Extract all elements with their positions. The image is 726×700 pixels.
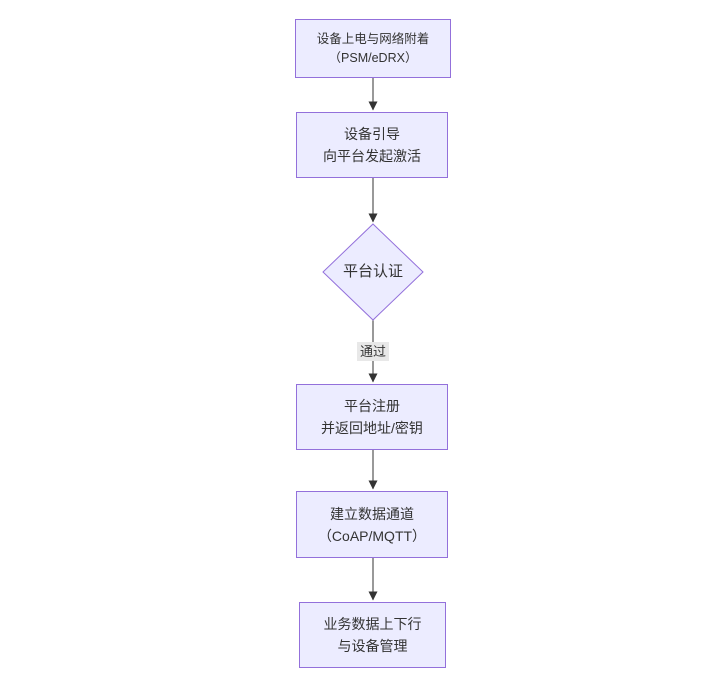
node-business-data-line2: 与设备管理: [337, 638, 408, 654]
node-data-channel-line1: 建立数据通道: [330, 505, 414, 522]
node-platform-register-line2: 并返回地址/密钥: [321, 420, 423, 436]
node-platform-auth-shape: [322, 223, 424, 321]
node-device-bootstrap-line2: 向平台发起激活: [323, 148, 421, 164]
edge-label-pass: 通过: [356, 342, 390, 361]
node-device-power-attach: 设备上电与网络附着 （PSM/eDRX）: [295, 19, 451, 78]
node-device-power-attach-line1: 设备上电与网络附着: [316, 31, 430, 46]
node-device-bootstrap: 设备引导 向平台发起激活: [296, 112, 448, 178]
node-platform-auth-label: 平台认证: [342, 263, 403, 280]
node-platform-register-line1: 平台注册: [344, 398, 400, 414]
node-business-data: 业务数据上下行 与设备管理: [299, 602, 446, 668]
node-platform-register: 平台注册 并返回地址/密钥: [296, 384, 448, 450]
node-device-power-attach-line2: （PSM/eDRX）: [328, 50, 418, 65]
node-data-channel-line2: （CoAP/MQTT）: [317, 527, 427, 544]
node-business-data-line1: 业务数据上下行: [323, 616, 422, 632]
node-device-bootstrap-line1: 设备引导: [344, 126, 400, 142]
node-data-channel: 建立数据通道 （CoAP/MQTT）: [296, 491, 448, 558]
